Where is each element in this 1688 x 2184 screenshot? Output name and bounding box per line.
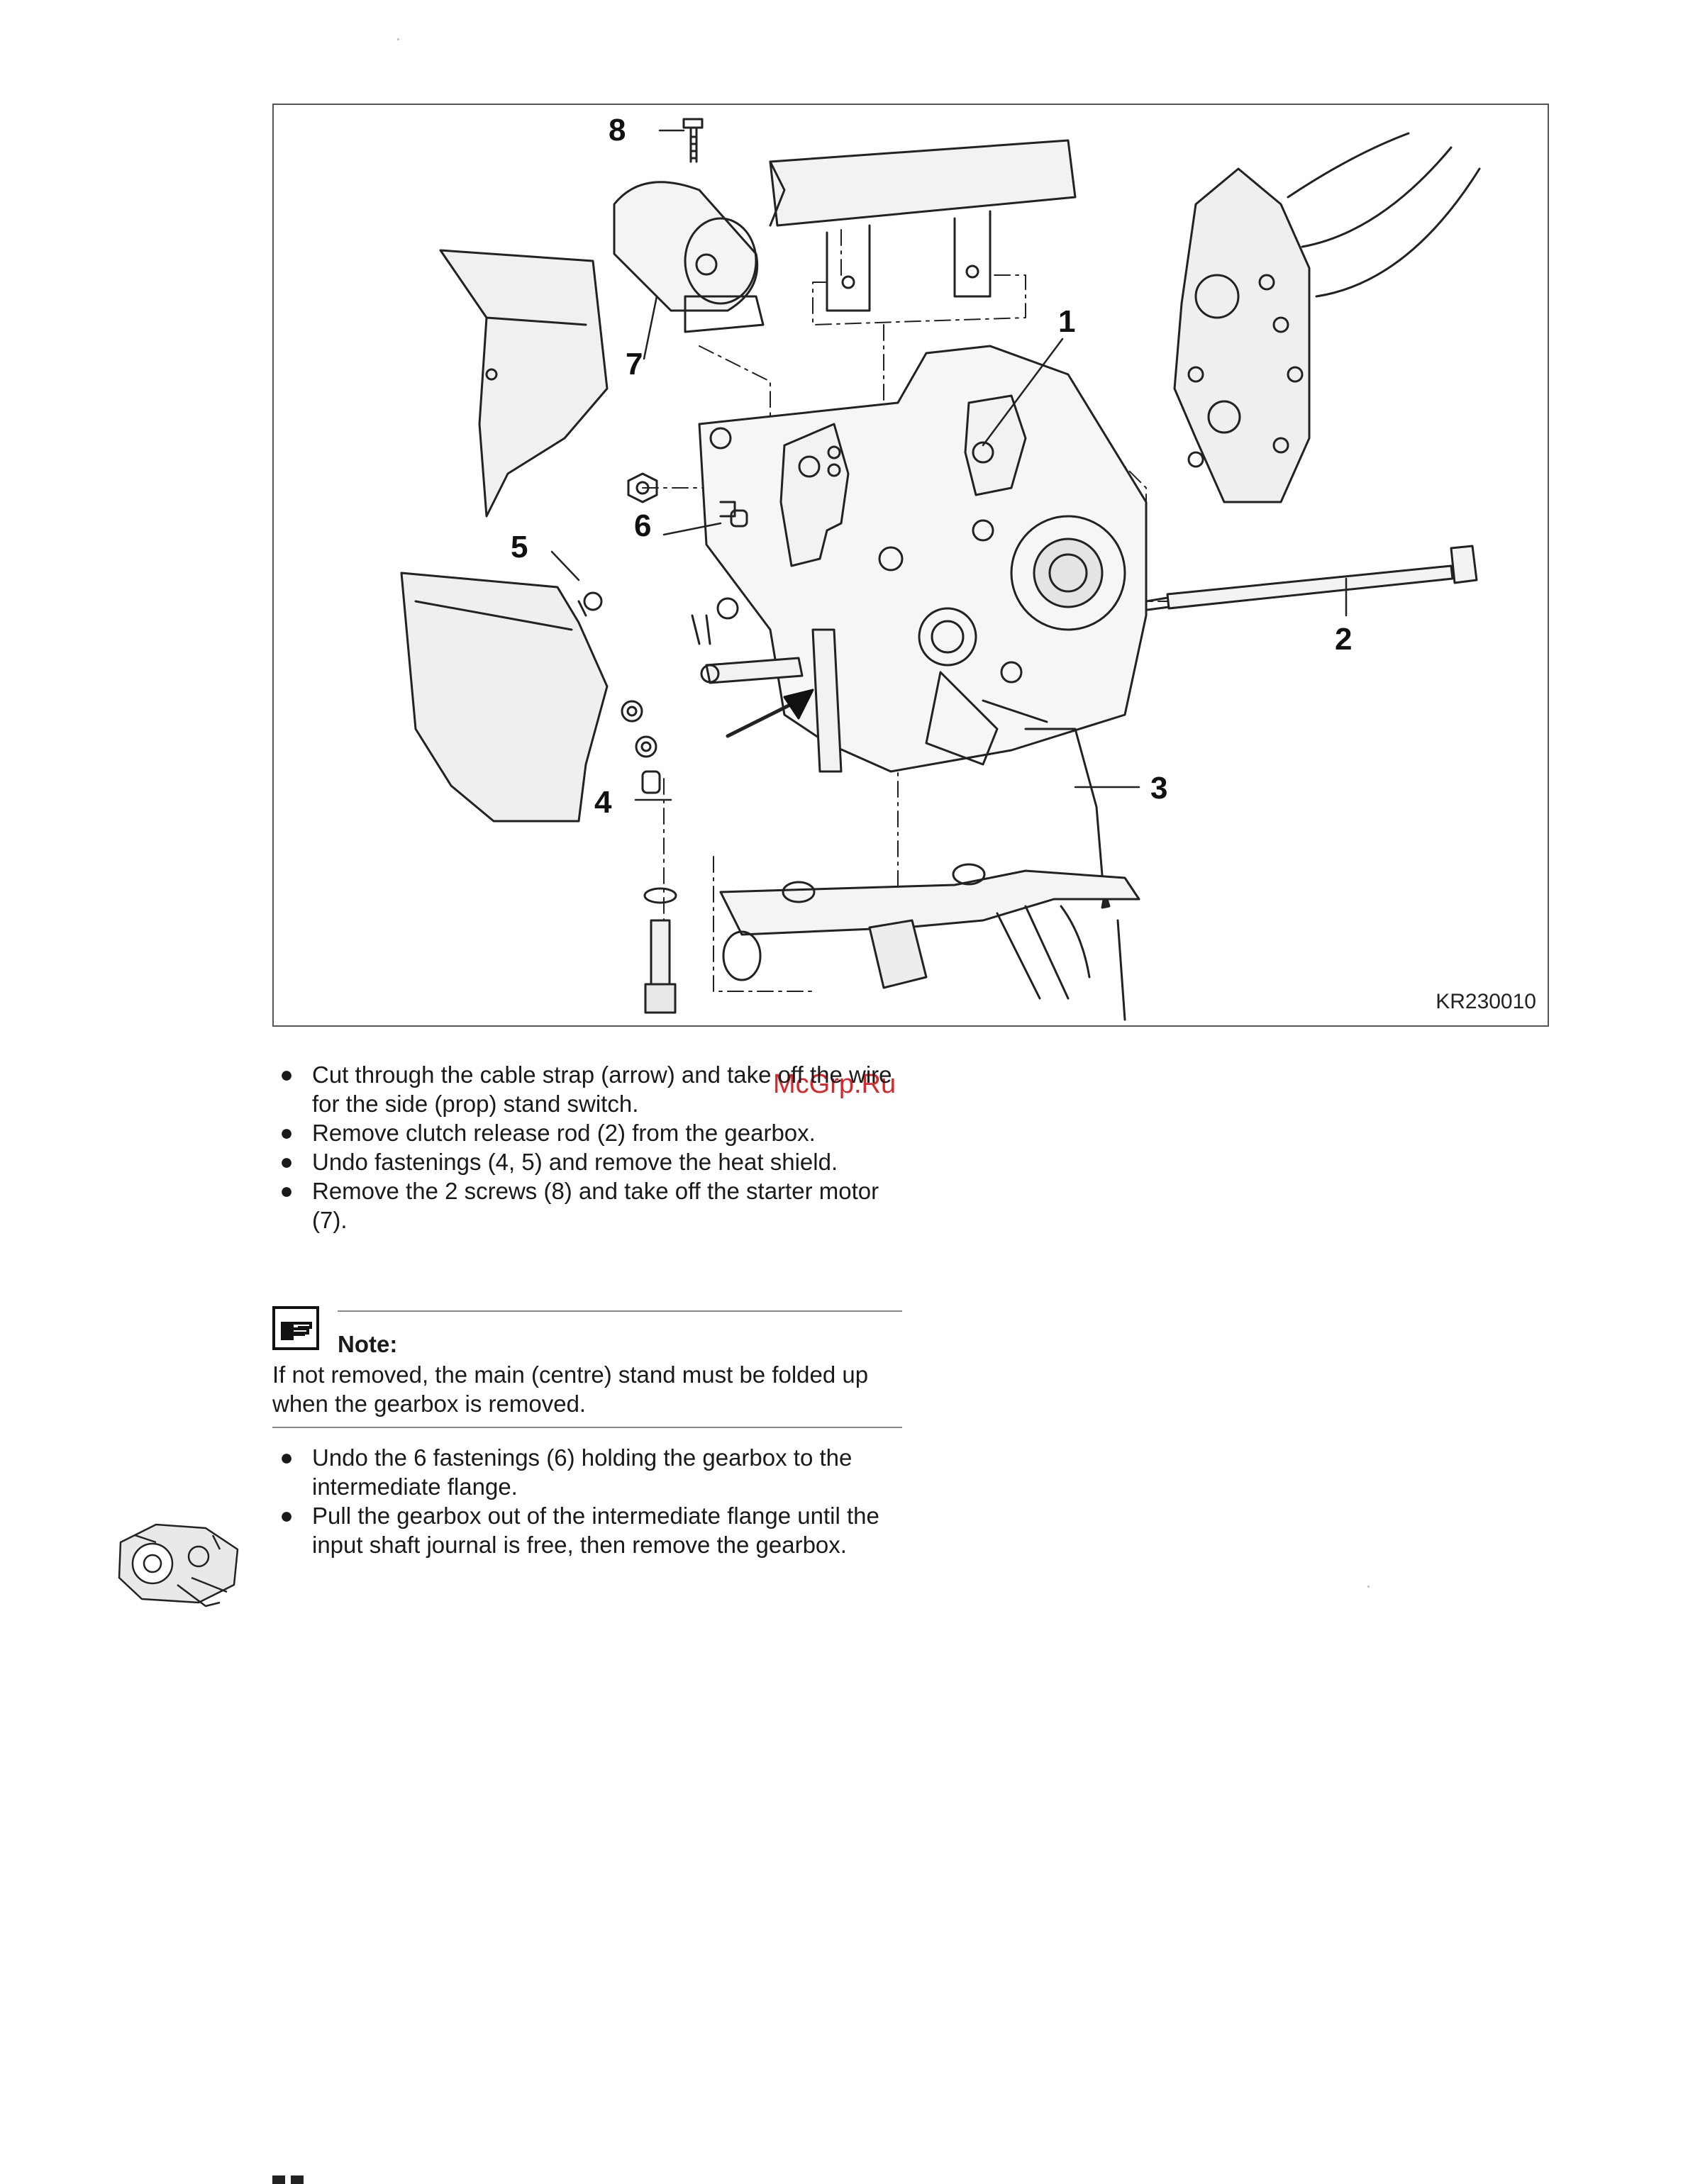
list-item: ● Pull the gearbox out of the intermediat… — [272, 1501, 911, 1559]
starter-motor — [613, 181, 765, 333]
callout-8: 8 — [609, 113, 626, 147]
frame-bracket-left — [439, 249, 609, 518]
note-text: If not removed, the main (centre) stand … — [272, 1361, 869, 1417]
bullet-dot-icon: ● — [279, 1120, 294, 1145]
screw-6 — [719, 501, 748, 528]
callout-leaders — [550, 129, 1348, 801]
note-divider-top — [338, 1310, 902, 1312]
frame-right — [1173, 132, 1481, 503]
scan-speck — [1367, 1586, 1370, 1588]
callout-1: 1 — [1058, 304, 1075, 339]
step-text: Pull the gearbox out of the intermediate… — [312, 1503, 879, 1558]
frame-crossmember — [769, 139, 1077, 312]
cable-strap-arrow — [726, 689, 814, 738]
instruction-list-2: ● Undo the 6 fastenings (6) holding the g… — [272, 1443, 911, 1559]
note-divider-bottom — [272, 1427, 902, 1428]
step-text: Undo the 6 fastenings (6) holding the ge… — [312, 1444, 853, 1500]
list-item: ● Remove the 2 screws (8) and take off th… — [272, 1176, 911, 1235]
callout-6: 6 — [634, 508, 651, 543]
page-corner-mark — [272, 2168, 322, 2184]
note-hand-icon — [272, 1306, 319, 1350]
step-text: Remove clutch release rod (2) from the g… — [312, 1120, 816, 1146]
instruction-list: ● Cut through the cable strap (arrow) and… — [272, 1060, 911, 1235]
heat-shield — [400, 572, 609, 823]
bullet-dot-icon: ● — [279, 1149, 294, 1174]
gearbox-housing — [698, 345, 1148, 773]
step-text: Undo fastenings (4, 5) and remove the he… — [312, 1149, 838, 1175]
gearbox-thumbnail-icon — [118, 1523, 239, 1608]
callout-2: 2 — [1335, 622, 1352, 657]
callout-3: 3 — [1150, 771, 1167, 806]
bullet-dot-icon: ● — [279, 1178, 294, 1203]
callout-7: 7 — [626, 347, 643, 381]
list-item: ● Remove clutch release rod (2) from the … — [272, 1118, 911, 1147]
step-text: Cut through the cable strap (arrow) and … — [312, 1062, 892, 1117]
screw-8 — [682, 118, 704, 163]
bullet-dot-icon: ● — [279, 1444, 294, 1470]
diagram-drawing: 8 1 7 6 5 2 3 4 — [400, 113, 1481, 1021]
bullet-dot-icon: ● — [279, 1503, 294, 1528]
main-stand — [719, 863, 1140, 1021]
list-item: ● Undo the 6 fastenings (6) holding the g… — [272, 1443, 911, 1501]
clutch-release-rod — [1145, 545, 1478, 611]
exploded-diagram: 8 1 7 6 5 2 3 4 KR230010 — [272, 104, 1549, 1027]
nut — [627, 472, 658, 503]
side-stand-linkage — [583, 591, 843, 794]
scan-speck — [397, 38, 399, 40]
callout-5: 5 — [511, 530, 528, 564]
list-item: ● Undo fastenings (4, 5) and remove the h… — [272, 1147, 911, 1176]
figure-id: KR230010 — [1436, 990, 1536, 1013]
step-text: Remove the 2 screws (8) and take off the… — [312, 1178, 879, 1233]
callout-4: 4 — [594, 785, 612, 820]
list-item: ● Cut through the cable strap (arrow) and… — [272, 1060, 911, 1118]
stand-bolt — [643, 887, 677, 1014]
gearbox-mount — [779, 394, 1027, 567]
note-title: Note: — [338, 1331, 398, 1357]
watermark: McGrp.Ru — [773, 1069, 896, 1099]
bullet-dot-icon: ● — [279, 1062, 294, 1087]
